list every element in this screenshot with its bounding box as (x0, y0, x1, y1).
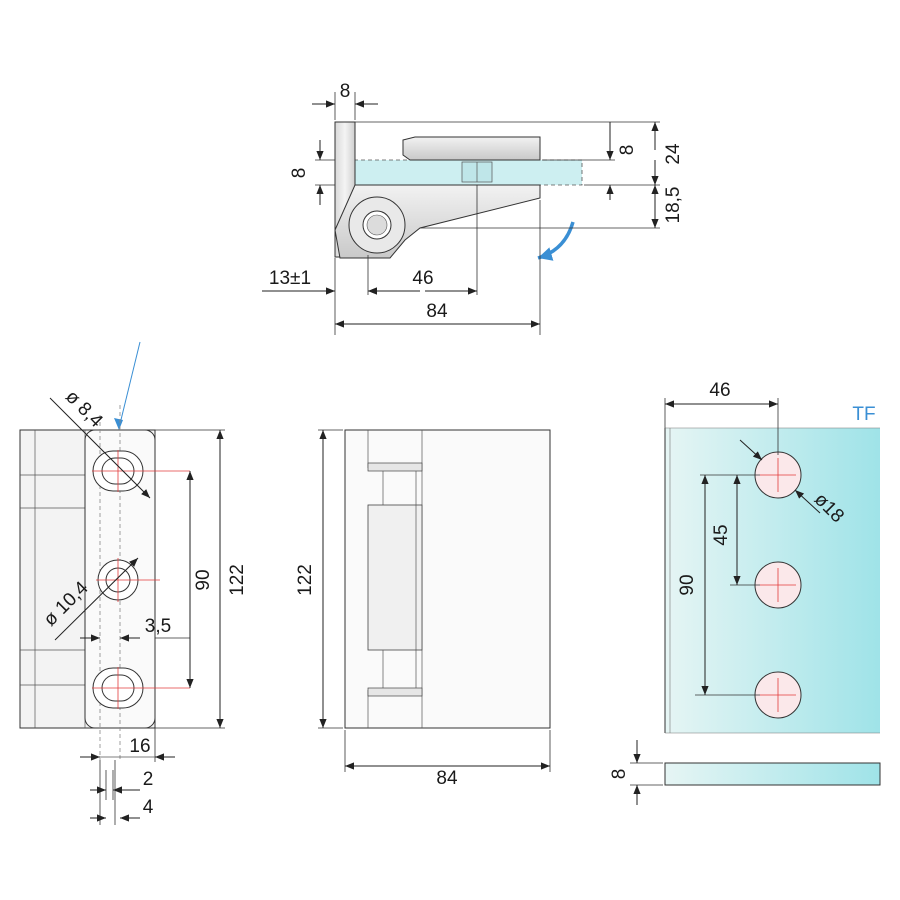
dim-2: 2 (143, 769, 154, 790)
dim-8-left: 8 (289, 168, 310, 179)
front-view: ø 8,4 ø 10,4 3,5 90 122 16 2 (19, 341, 248, 825)
indicator-arrow (118, 341, 141, 429)
dim-90-glass: 90 (677, 574, 698, 595)
dim-24: 24 (663, 143, 684, 165)
dim-3-5: 3,5 (145, 616, 171, 637)
glass-edge (664, 762, 881, 786)
side-view: 122 84 (295, 429, 551, 789)
hinge-side-recess (367, 504, 423, 651)
dim-84-top: 84 (426, 301, 448, 322)
dim-4: 4 (143, 797, 154, 818)
dim-90-front: 90 (193, 569, 214, 590)
dim-8-top: 8 (340, 81, 351, 102)
dim-8-glass: 8 (609, 769, 630, 780)
glass-section (339, 159, 583, 186)
dim-46-glass: 46 (709, 380, 730, 401)
glass-view: TF 46 ø18 45 90 (609, 380, 881, 805)
dim-8-right: 8 (617, 145, 638, 156)
dim-45: 45 (711, 524, 732, 545)
dim-122-front: 122 (227, 564, 248, 596)
dim-122-side: 122 (295, 564, 316, 596)
dim-46-top: 46 (412, 268, 433, 289)
tf-label: TF (852, 404, 875, 425)
dim-18-5: 18,5 (663, 187, 684, 224)
rotation-arrow (537, 221, 575, 261)
dim-13: 13±1 (269, 268, 311, 289)
dim-84-side: 84 (436, 768, 458, 789)
clamp-top-plate (402, 136, 541, 161)
top-view: 8 8 8 24 18,5 13±1 46 84 (262, 81, 684, 335)
dim-16: 16 (129, 736, 150, 757)
